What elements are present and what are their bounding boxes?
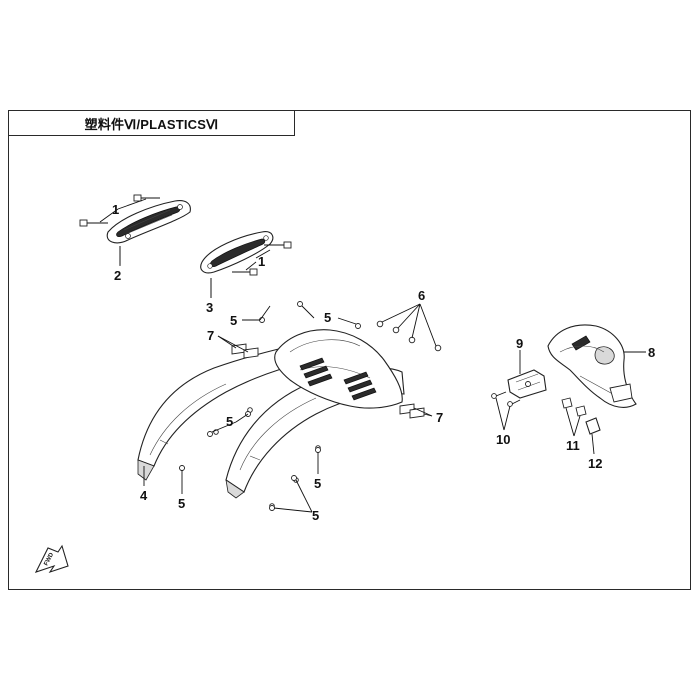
leader-lines [119, 246, 646, 513]
callout-7-right: 7 [436, 410, 443, 425]
title-box: 塑料件Ⅵ/PLASTICSⅥ [8, 110, 295, 136]
part-7-rubber-pads [231, 343, 425, 419]
callout-11: 11 [566, 438, 580, 453]
part-3-grab-handle [200, 231, 274, 274]
part-10-screws [491, 391, 521, 407]
callout-5-mid-left: 5 [226, 414, 233, 429]
callout-5-mid-right: 5 [314, 476, 321, 491]
callout-7-left: 7 [207, 328, 214, 343]
callout-5-bottom-left: 5 [178, 496, 185, 511]
page-title: 塑料件Ⅵ/PLASTICSⅥ [84, 116, 219, 132]
callout-5-upper-left: 5 [230, 313, 237, 328]
callout-1-left: 1 [112, 202, 119, 217]
callout-3: 3 [206, 300, 213, 315]
callout-10: 10 [496, 432, 510, 447]
callout-4: 4 [140, 488, 148, 503]
callout-2: 2 [114, 268, 121, 283]
callout-12: 12 [588, 456, 602, 471]
fwd-arrow-icon: FWD [34, 544, 69, 574]
callout-6: 6 [418, 288, 425, 303]
part-6-clips [376, 320, 442, 352]
part-4-rear-fender [137, 329, 405, 509]
part-12-reflector [585, 417, 601, 435]
callout-8: 8 [648, 345, 655, 360]
part-8-license-bracket [547, 324, 637, 408]
callout-9: 9 [516, 336, 523, 351]
callout-5-upper-mid: 5 [324, 310, 331, 325]
callout-1-right: 1 [258, 254, 265, 269]
callout-labels: 1 1 2 3 4 5 5 5 5 5 5 6 7 7 8 9 10 11 12 [112, 202, 655, 523]
part-11-nuts [561, 397, 587, 417]
callout-5-bottom: 5 [312, 508, 319, 523]
part-2-grab-handle [106, 200, 191, 244]
diagram-frame [8, 110, 691, 590]
part-9-bracket [507, 369, 547, 399]
